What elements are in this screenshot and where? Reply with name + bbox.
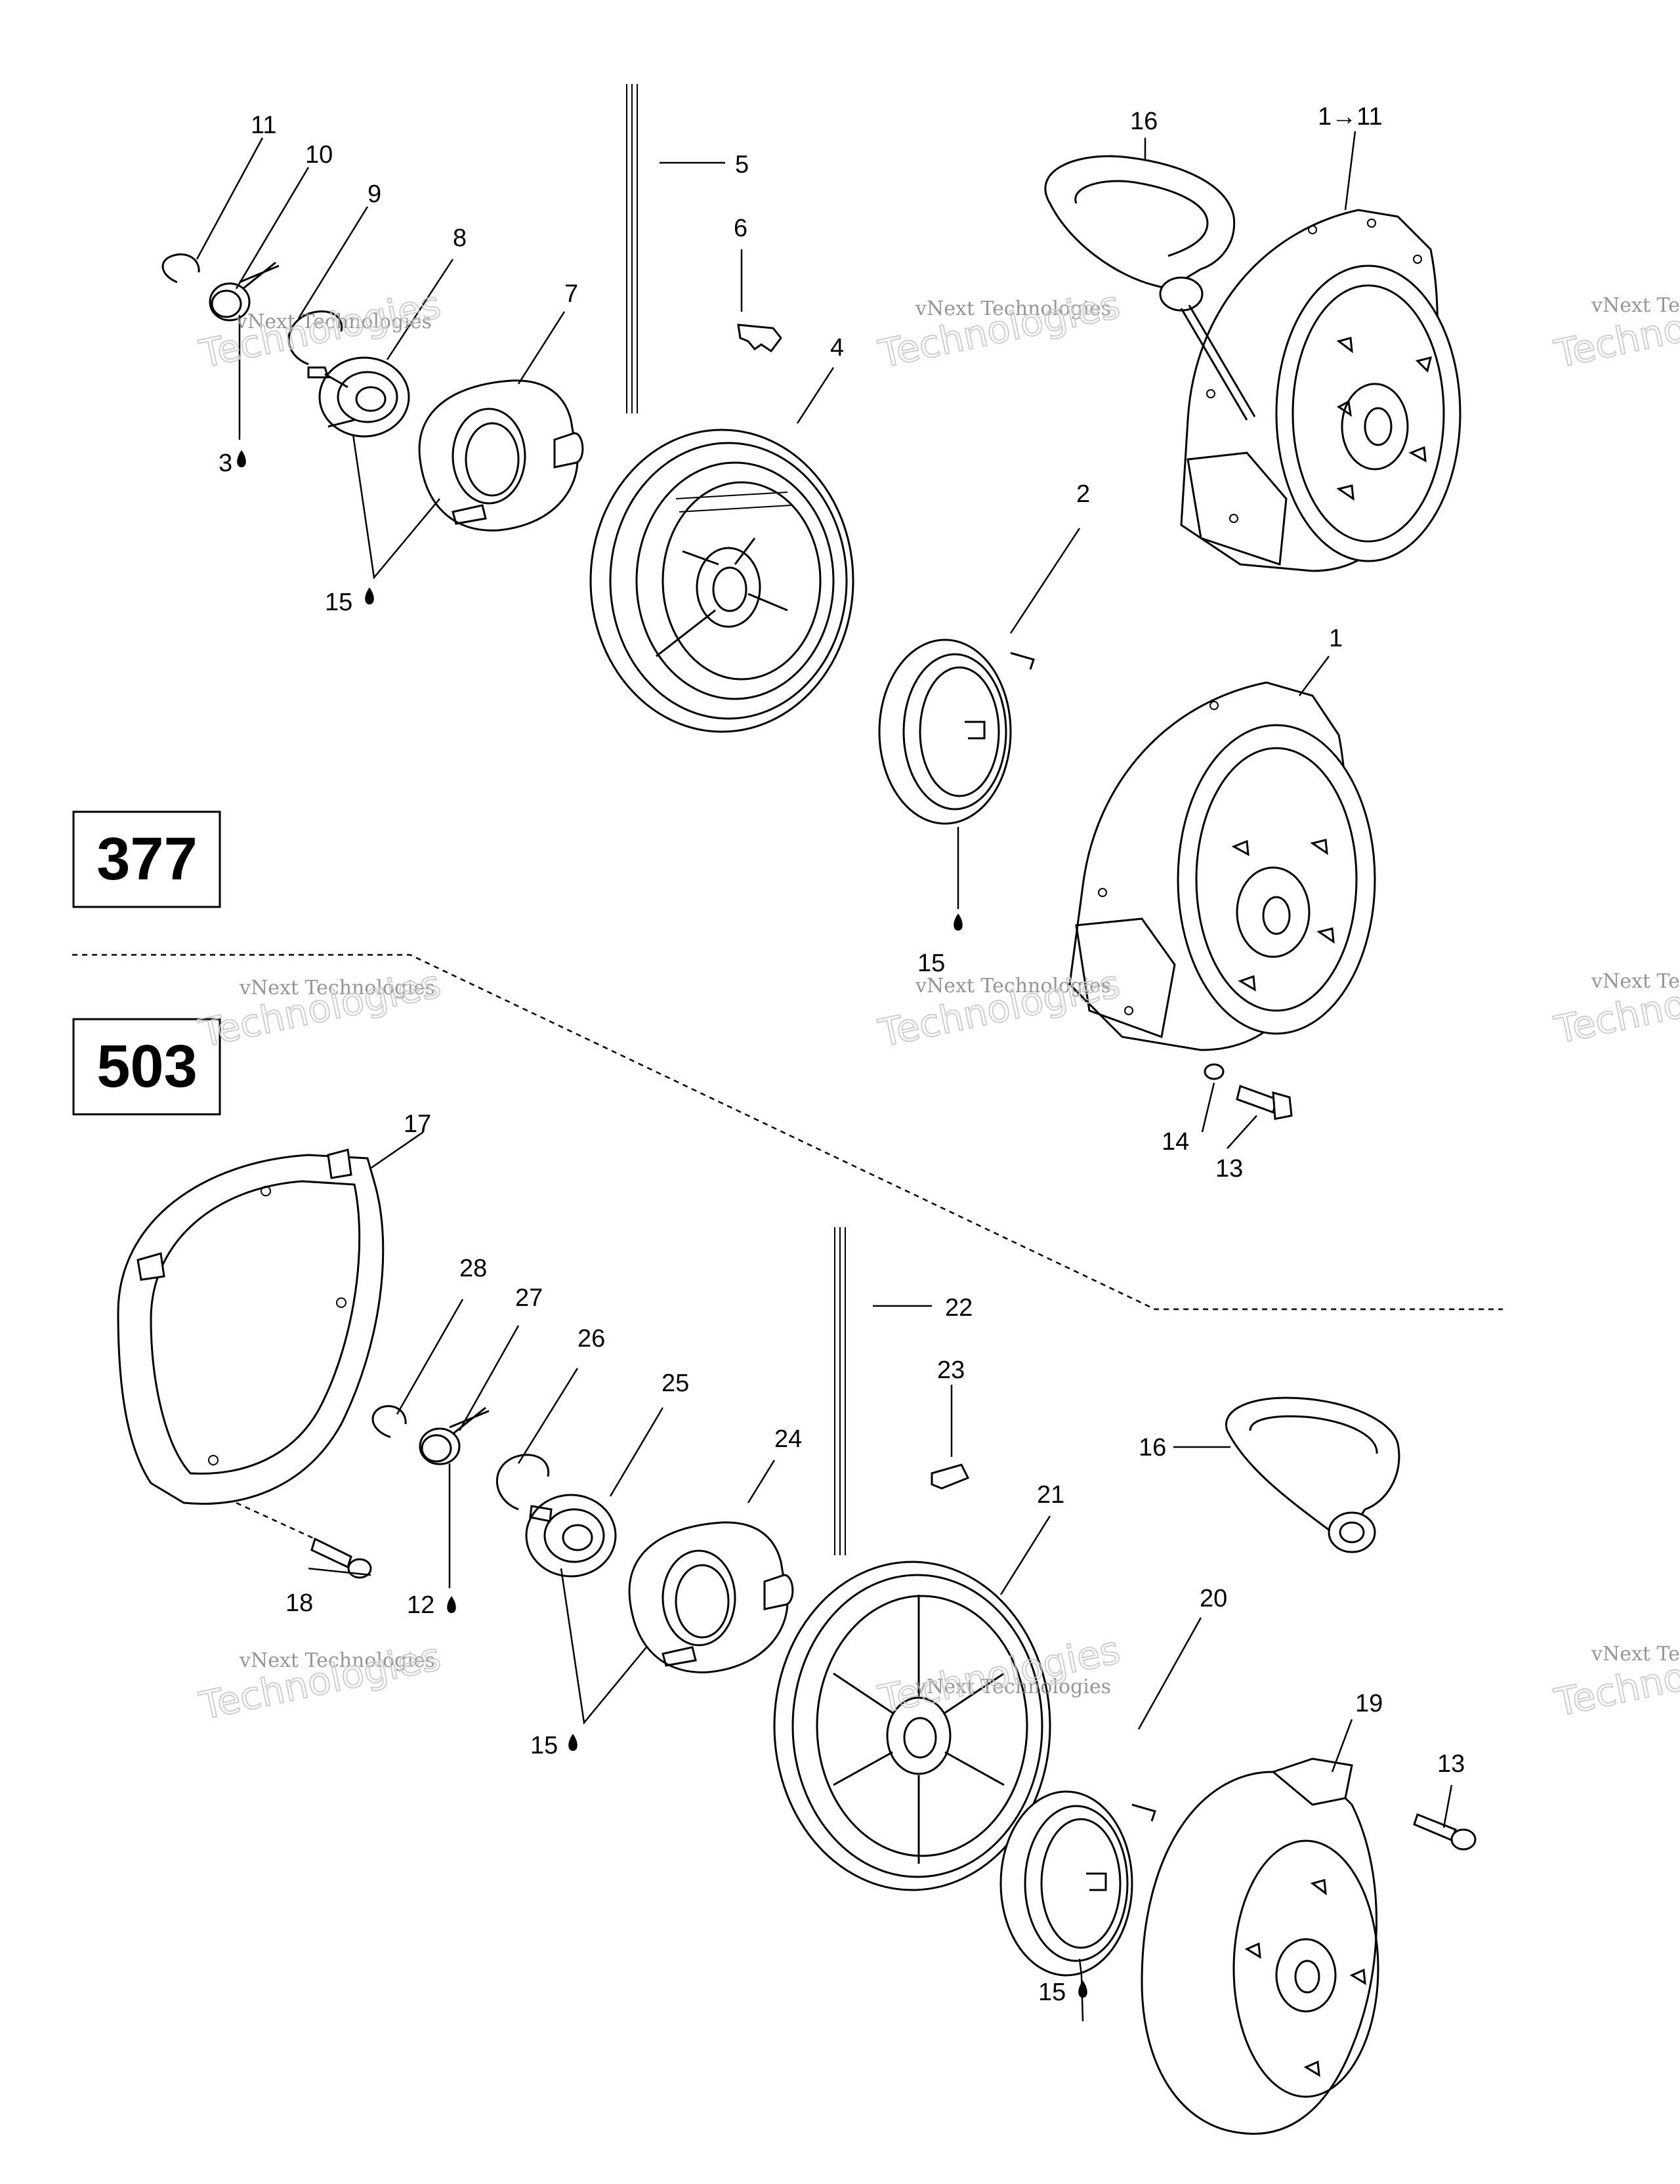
callout-15-a: 15 bbox=[325, 589, 352, 616]
callout-1-to-11: 1→11 bbox=[1318, 103, 1383, 131]
part-clip-26 bbox=[496, 1454, 550, 1511]
watermark-text: vNext Technologies bbox=[239, 1649, 435, 1672]
part-plate-17 bbox=[117, 1148, 385, 1505]
callout-5: 5 bbox=[735, 151, 749, 178]
part-cam-24 bbox=[628, 1521, 794, 1673]
watermark-outline: Technologies bbox=[196, 1634, 445, 1729]
oil-drop-icon bbox=[365, 587, 374, 604]
part-washer-14 bbox=[1204, 1063, 1225, 1080]
callout-15-c: 15 bbox=[530, 1732, 558, 1759]
part-housing-19 bbox=[1141, 1757, 1379, 2135]
callout-6: 6 bbox=[734, 215, 747, 242]
part-pawl-23 bbox=[931, 1463, 970, 1490]
part-circlip-28 bbox=[371, 1405, 407, 1438]
callout-18: 18 bbox=[285, 1589, 313, 1617]
part-housing-1 bbox=[1068, 681, 1376, 1051]
callout-23: 23 bbox=[937, 1356, 965, 1384]
part-handle-16-lower bbox=[1225, 1396, 1400, 1553]
callout-14: 14 bbox=[1162, 1128, 1189, 1156]
watermark-text: vNext Technologies bbox=[1591, 970, 1680, 993]
part-pawl-25 bbox=[525, 1494, 617, 1578]
callout-2: 2 bbox=[1076, 480, 1090, 508]
part-rope-22 bbox=[834, 1227, 846, 1555]
watermark-outline: Technologies bbox=[196, 961, 445, 1056]
part-screw-13-lower bbox=[1413, 1813, 1477, 1851]
callout-labels: 11 10 9 8 7 5 6 4 2 1 1→11 16 3 15 15 14… bbox=[219, 103, 1465, 2006]
callout-4: 4 bbox=[830, 334, 844, 362]
part-pawl-8 bbox=[307, 356, 410, 438]
callout-13-lower: 13 bbox=[1437, 1750, 1465, 1778]
leader-lines bbox=[196, 131, 1453, 2022]
callout-25: 25 bbox=[662, 1370, 689, 1397]
callout-15-d: 15 bbox=[1038, 1979, 1066, 2006]
callout-10: 10 bbox=[305, 141, 333, 169]
callout-7: 7 bbox=[564, 280, 578, 308]
engine-box-503: 503 bbox=[72, 1018, 221, 1116]
part-circlip-11 bbox=[161, 253, 200, 284]
watermark-text: vNext Technologies bbox=[915, 975, 1111, 998]
callout-19: 19 bbox=[1355, 1690, 1383, 1717]
engine-label-503: 503 bbox=[96, 1033, 198, 1100]
oil-drop-icon bbox=[237, 450, 246, 467]
part-spring-2 bbox=[878, 639, 1035, 825]
part-cam-7 bbox=[418, 379, 584, 532]
callout-17: 17 bbox=[404, 1110, 431, 1138]
oil-drop-icon bbox=[447, 1596, 456, 1613]
watermark-outline: Technologies bbox=[875, 282, 1124, 377]
callout-16-lower: 16 bbox=[1139, 1434, 1166, 1461]
part-spring-20 bbox=[999, 1790, 1156, 1977]
callout-11: 11 bbox=[251, 112, 276, 139]
callout-22: 22 bbox=[945, 1294, 973, 1322]
callout-26: 26 bbox=[578, 1325, 605, 1353]
callout-15-b: 15 bbox=[917, 950, 945, 977]
watermark-text: vNext Technologies bbox=[915, 297, 1111, 320]
part-rope-5 bbox=[626, 84, 638, 413]
callout-9: 9 bbox=[368, 180, 381, 208]
part-clip-9 bbox=[287, 310, 343, 366]
oil-drop-icons bbox=[237, 450, 1087, 1998]
part-housing-assembly bbox=[1180, 209, 1461, 572]
watermark-text: vNext Technologies bbox=[236, 310, 432, 333]
callout-12: 12 bbox=[407, 1591, 434, 1619]
engine-box-377: 377 bbox=[72, 810, 221, 908]
callout-21: 21 bbox=[1037, 1481, 1064, 1509]
section-divider bbox=[72, 954, 1503, 1311]
callout-8: 8 bbox=[453, 224, 467, 252]
part-pawl-6 bbox=[737, 324, 782, 353]
watermark-text: vNext Technologies bbox=[915, 1675, 1111, 1698]
part-pulley-21 bbox=[773, 1561, 1051, 1891]
part-screw-18 bbox=[310, 1537, 372, 1579]
part-handle-16-upper bbox=[1044, 155, 1256, 421]
callout-3: 3 bbox=[219, 450, 232, 477]
part-pulley-4 bbox=[589, 429, 854, 733]
oil-drop-icon bbox=[954, 914, 963, 931]
callout-27: 27 bbox=[515, 1284, 543, 1312]
watermark-text: vNext Technologies bbox=[1591, 1643, 1680, 1666]
watermark-text: vNext Technologies bbox=[1591, 294, 1680, 317]
callout-24: 24 bbox=[774, 1425, 802, 1453]
callout-13-upper: 13 bbox=[1215, 1155, 1243, 1183]
engine-label-377: 377 bbox=[96, 826, 198, 892]
watermarks: vNext Technologies Technologies vNext Te… bbox=[195, 282, 1680, 1729]
oil-drop-icon bbox=[1078, 1981, 1087, 1998]
oil-drop-icon bbox=[568, 1734, 578, 1751]
callout-16-upper: 16 bbox=[1130, 108, 1158, 135]
part-spring-27 bbox=[419, 1406, 490, 1465]
callout-28: 28 bbox=[459, 1255, 487, 1282]
watermark-text: vNext Technologies bbox=[239, 976, 435, 999]
watermark-outline: Technologies bbox=[196, 282, 445, 377]
callout-20: 20 bbox=[1200, 1585, 1227, 1612]
part-spring-10 bbox=[209, 261, 280, 322]
callout-1: 1 bbox=[1329, 625, 1343, 652]
part-screw-13-upper bbox=[1236, 1085, 1293, 1120]
